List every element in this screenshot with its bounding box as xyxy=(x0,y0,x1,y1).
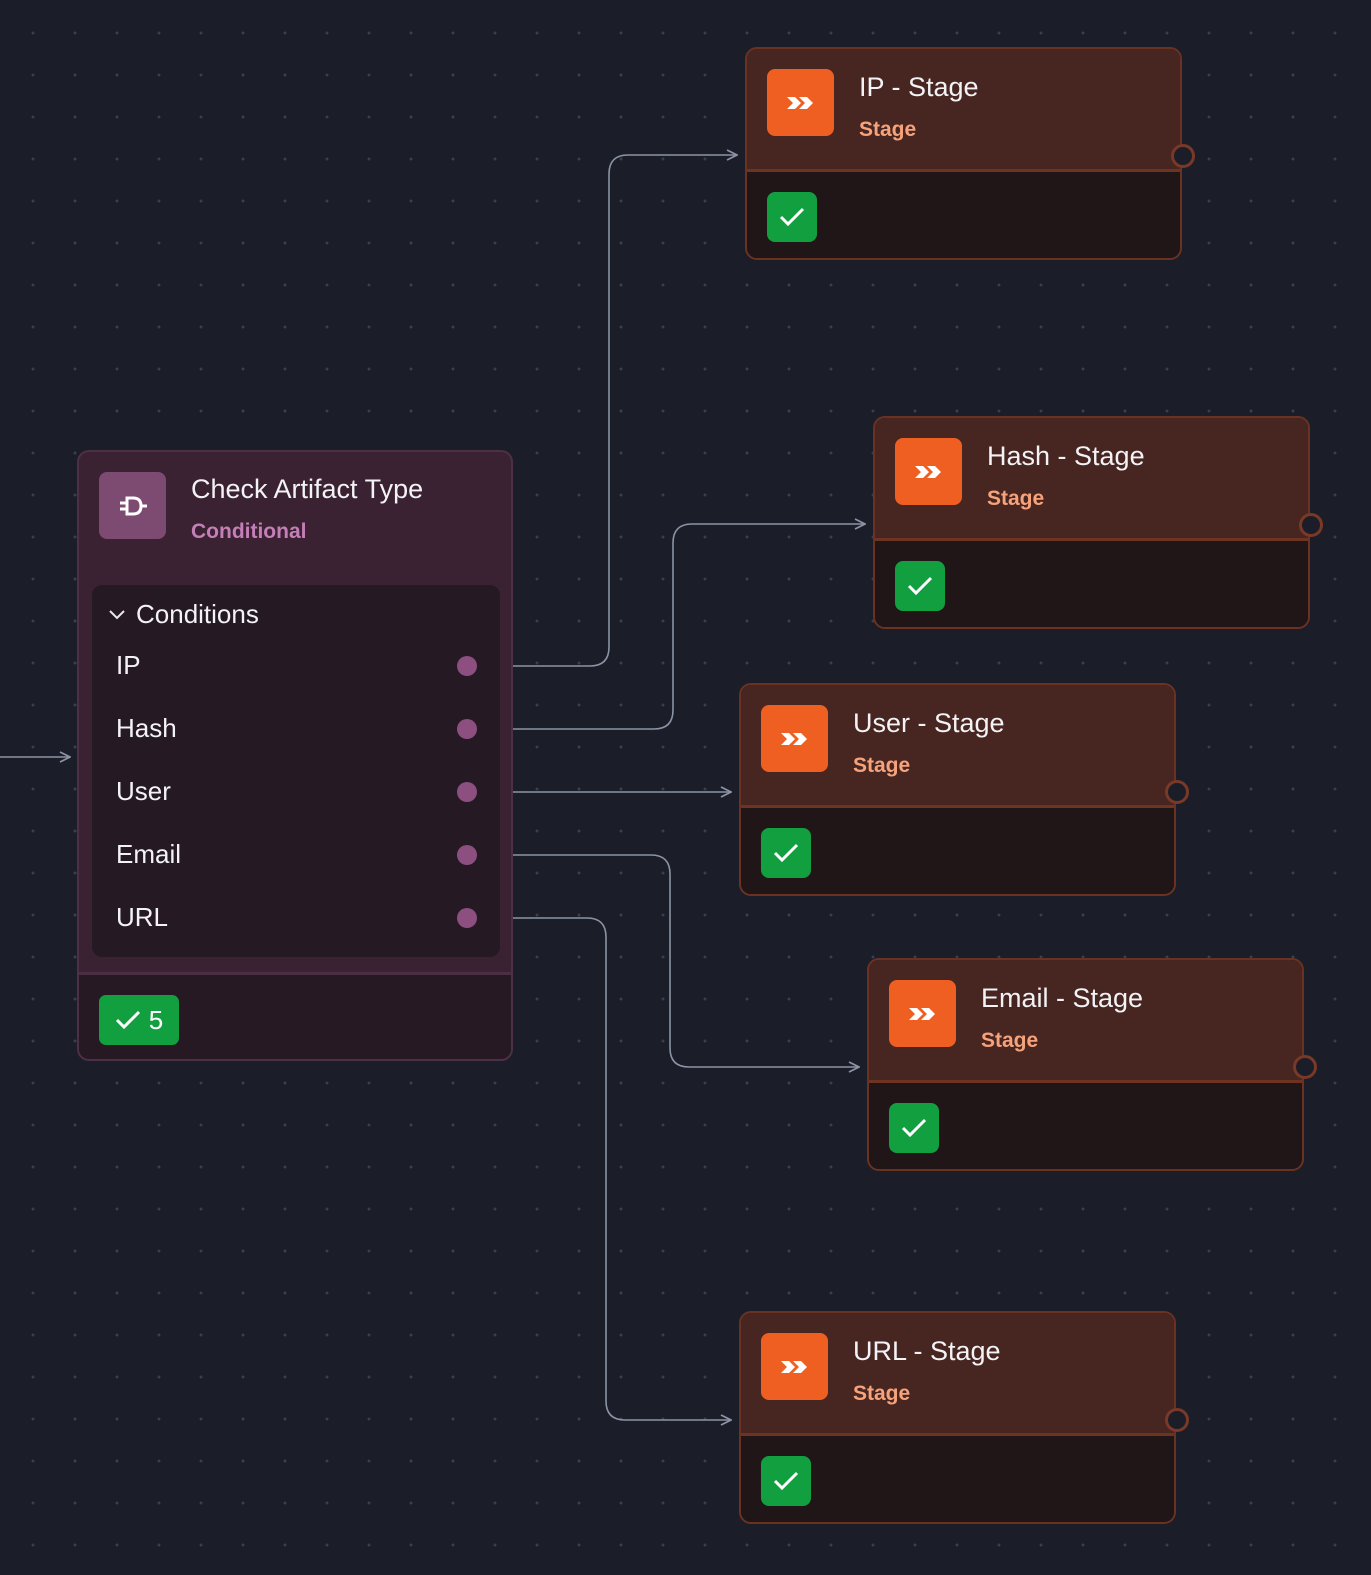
stage-type-label: Stage xyxy=(987,487,1045,510)
stage-body xyxy=(741,1436,1174,1522)
condition-hash: Hash xyxy=(116,713,177,743)
stage-type-label: Stage xyxy=(853,754,911,777)
stage-header: User - Stage Stage xyxy=(741,685,1174,805)
check-icon xyxy=(895,561,945,611)
check-icon xyxy=(889,1103,939,1153)
stage-divider xyxy=(869,1080,1302,1083)
conditions-label: Conditions xyxy=(136,599,259,629)
stage-node-ip[interactable]: IP - Stage Stage xyxy=(745,47,1195,260)
conditions-toggle[interactable]: Conditions xyxy=(108,599,259,630)
check-icon xyxy=(115,1010,140,1030)
stage-title: Hash - Stage xyxy=(987,441,1145,471)
condition-ip-handle[interactable] xyxy=(457,656,477,676)
double-chevron-icon xyxy=(761,1333,828,1400)
passed-count-badge: 5 xyxy=(99,995,179,1045)
double-chevron-icon xyxy=(761,705,828,772)
stage-output-handle[interactable] xyxy=(1171,144,1195,168)
stage-node-hash[interactable]: Hash - Stage Stage xyxy=(873,416,1323,629)
stage-body xyxy=(869,1083,1302,1169)
edge-ip-to-ip-stage[interactable] xyxy=(477,155,737,667)
condition-email-handle[interactable] xyxy=(457,845,477,865)
stage-output-handle[interactable] xyxy=(1293,1055,1317,1079)
edge-hash-to-hash-stage[interactable] xyxy=(477,524,865,730)
check-artifact-type-node[interactable]: Check Artifact Type Conditional Conditio… xyxy=(77,450,513,1061)
condition-email: Email xyxy=(116,839,182,869)
stage-node-url[interactable]: URL - Stage Stage xyxy=(739,1311,1189,1524)
double-chevron-icon xyxy=(889,980,956,1047)
stage-output-handle[interactable] xyxy=(1299,513,1323,537)
chevron-down-icon xyxy=(109,609,125,619)
check-icon xyxy=(761,1456,811,1506)
double-chevron-icon xyxy=(767,69,834,136)
stage-header: URL - Stage Stage xyxy=(741,1313,1174,1433)
double-chevron-icon xyxy=(895,438,962,505)
conditions-panel: Conditions IP Hash User Email URL xyxy=(92,585,500,957)
stage-divider xyxy=(747,169,1180,172)
stage-type-label: Stage xyxy=(981,1029,1039,1052)
check-icon xyxy=(767,192,817,242)
passed-count: 5 xyxy=(148,1004,164,1035)
stage-node-user[interactable]: User - Stage Stage xyxy=(739,683,1189,896)
stage-divider xyxy=(741,1433,1174,1436)
edge-email-to-email-stage[interactable] xyxy=(477,854,859,1067)
plug-icon xyxy=(99,472,166,539)
stage-header: Hash - Stage Stage xyxy=(875,418,1308,538)
stage-output-handle[interactable] xyxy=(1165,780,1189,804)
stage-body xyxy=(875,541,1308,627)
condition-hash-handle[interactable] xyxy=(457,719,477,739)
stage-title: Email - Stage xyxy=(981,983,1144,1013)
check-icon xyxy=(761,828,811,878)
stage-title: IP - Stage xyxy=(859,72,979,102)
condition-ip: IP xyxy=(116,650,141,680)
condition-url-handle[interactable] xyxy=(457,908,477,928)
condition-url: URL xyxy=(116,902,169,932)
stage-body xyxy=(747,172,1180,258)
edge-url-to-url-stage[interactable] xyxy=(477,917,731,1420)
stage-header: Email - Stage Stage xyxy=(869,960,1302,1080)
node-title: Check Artifact Type xyxy=(191,474,424,504)
stage-divider xyxy=(741,805,1174,808)
stage-header: IP - Stage Stage xyxy=(747,49,1180,169)
stage-title: URL - Stage xyxy=(853,1336,1001,1366)
stage-body xyxy=(741,808,1174,894)
condition-user: User xyxy=(116,776,171,806)
node-divider xyxy=(79,972,511,975)
stage-type-label: Stage xyxy=(853,1382,911,1405)
stage-title: User - Stage xyxy=(853,708,1005,738)
stage-type-label: Stage xyxy=(859,118,917,141)
condition-user-handle[interactable] xyxy=(457,782,477,802)
node-footer: 5 xyxy=(79,975,511,1059)
node-type-label: Conditional xyxy=(191,520,307,543)
stage-divider xyxy=(875,538,1308,541)
stage-node-email[interactable]: Email - Stage Stage xyxy=(867,958,1317,1171)
stage-output-handle[interactable] xyxy=(1165,1408,1189,1432)
